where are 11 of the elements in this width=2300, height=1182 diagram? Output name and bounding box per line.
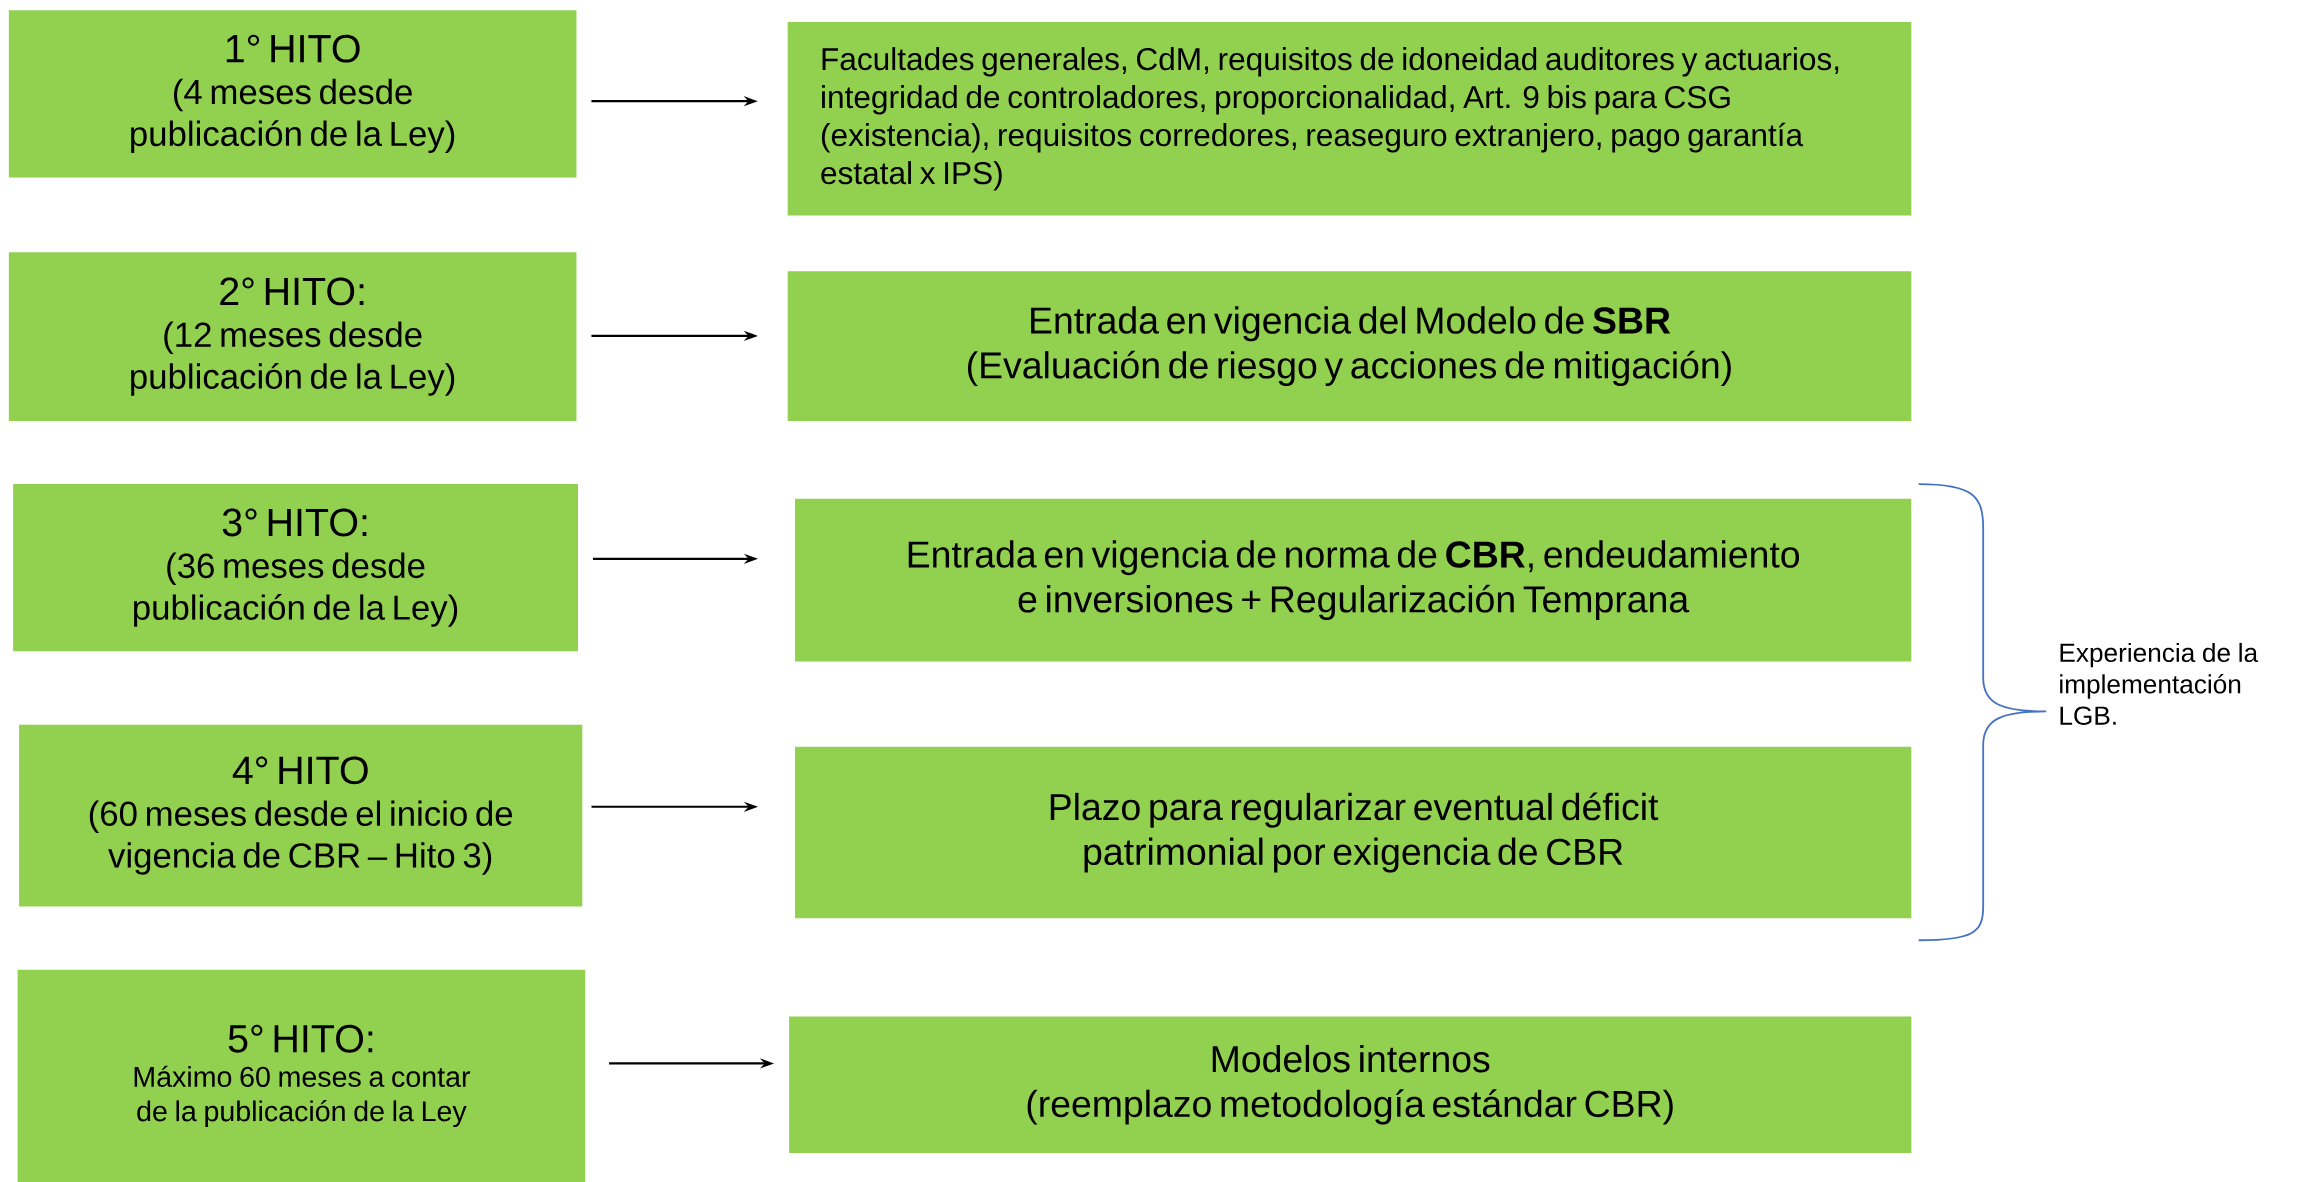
description-box: Entrada en vigencia del Modelo de SBR (Evaluación de riesgo y acciones de mitigación) [787, 271, 1912, 421]
milestone-box: 5° HITO: Máximo 60 meses a contar de la publicación de la Ley [17, 969, 586, 1182]
description-box: Facultades generales, CdM, requisitos de idoneidad auditores y actuarios, integridad de controladores, proporcionalidad, Art. 9 bis para CSG (existencia), requisitos corredores, reaseguro extranjero, pago garantía estatal x IPS) [787, 21, 1912, 216]
description-box: Modelos internos (reemplazo metodología estándar CBR) [789, 1016, 1912, 1153]
side-note: Experiencia de la implementación LGB. [2060, 642, 2259, 725]
description-box: Plazo para regularizar eventual déficit patrimonial por exigencia de CBR [795, 746, 1912, 919]
milestone-box: 2° HITO: (12 meses desde publicación de la Ley) [8, 252, 577, 421]
milestone-box: 1° HITO (4 meses desde publicación de la Ley) [8, 10, 577, 178]
description-box: Entrada en vigencia de norma de CBR, endeudamiento e inversiones + Regularización Temprana [795, 498, 1912, 662]
milestone-box: 4° HITO (60 meses desde el inicio de vigencia de CBR – Hito 3) [19, 724, 583, 907]
milestone-box: 3° HITO: (36 meses desde publicación de la Ley) [13, 483, 578, 652]
